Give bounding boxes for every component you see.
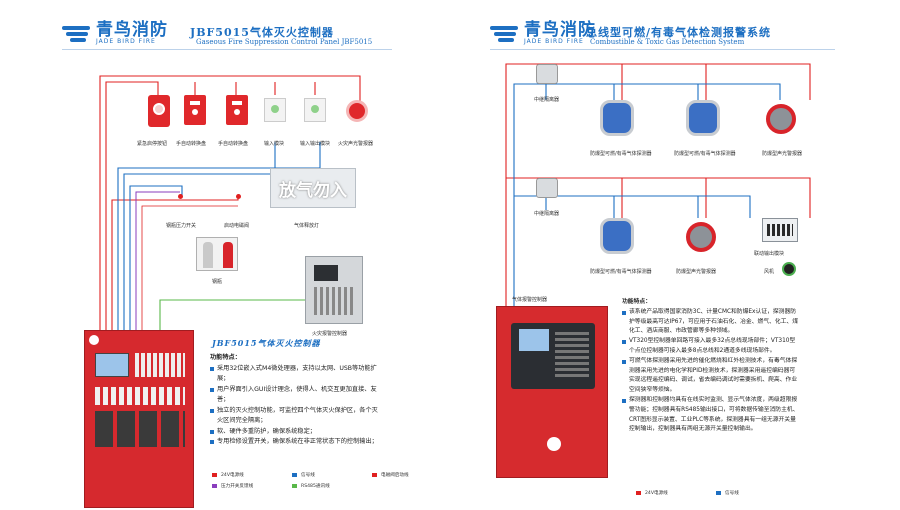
page-title: 总线型可燃/有毒气体检测报警系统: [586, 26, 772, 39]
logo-cn: 青鸟消防: [96, 20, 168, 40]
solenoid-label: 启动电磁阀: [224, 223, 250, 229]
legend-label: 信号线: [725, 491, 739, 496]
relay-isolator-2: [536, 178, 558, 198]
legend-label: 信号线: [301, 473, 315, 478]
legend-swatch: [716, 490, 721, 495]
fan-icon: [782, 262, 796, 276]
legend-swatch: [636, 490, 641, 495]
logo-cn: 青鸟消防: [524, 20, 596, 40]
cylinder-rack: [196, 237, 238, 271]
alarm-controller-label: 火灾报警控制器: [312, 331, 348, 337]
io-module: [304, 98, 326, 122]
feature-item: VT320型控制器单回路可接入最多32点总线现场部件；VT310型个点位控制器可…: [622, 337, 800, 357]
io-module-label: 输入输出模块: [300, 141, 331, 147]
gas-detector-2: [686, 100, 720, 136]
page-subtitle: Combustible & Toxic Gas Detection System: [590, 38, 745, 46]
pressure-switch-node: [178, 194, 183, 199]
legend-swatch: [292, 472, 297, 477]
signal-lines: [117, 142, 321, 330]
feature-item: 采用32位嵌入式M4微处理器，支持以太网、USB等功能扩展；: [210, 364, 380, 385]
power-lines: [505, 63, 811, 308]
feature-item: 探测器和控制器均具有在线实时监测、显示气体浓度，两级超限报警功能；控制器具有RS…: [622, 396, 800, 435]
legend-label: 压力开关反馈线: [221, 484, 254, 489]
pressure-switch-label: 钢瓶压力开关: [166, 223, 197, 229]
gas-release-sign: 放气勿入: [270, 168, 356, 208]
legend-swatch: [292, 483, 297, 488]
fan-label: 风机: [764, 269, 775, 275]
feature-item: 该系统产品取得国家消防3C、计量CMC和防爆Ex认证，探测器防护等级最高可达IP…: [622, 308, 800, 337]
feedback-line: [135, 191, 180, 330]
features-heading: 功能特点：: [622, 299, 651, 305]
solenoid-node: [236, 194, 241, 199]
feature-item: 用户界面引入GUI设计理念，使得人、机交互更加直接、友善；: [210, 385, 380, 406]
relay-label-2: 中继隔离器: [534, 211, 560, 217]
sound-light-label-1: 防爆型声光警报器: [762, 151, 803, 157]
emergency-start-button: [148, 95, 170, 127]
linkage-label: 联动输出模块: [754, 251, 785, 257]
legend-label: 电磁阀启动线: [381, 473, 409, 478]
gas-detector-3: [600, 218, 634, 254]
manual-auto-label-1: 手自动转换盘: [176, 141, 207, 147]
legend: 24V电源线 信号线: [636, 490, 776, 501]
panel-title: JBF5015气体灭火控制器: [212, 338, 321, 348]
legend-label: 24V电源线: [221, 473, 244, 478]
legend-label: 24V电源线: [645, 491, 668, 496]
header-divider: [62, 49, 392, 50]
detector-label-2: 防爆型可燃/有毒气体探测器: [674, 151, 736, 157]
controller-label: 气体报警控制器: [512, 297, 548, 303]
relay-isolator-1: [536, 64, 558, 84]
legend-swatch: [212, 483, 217, 488]
jade-bird-logo: 青鸟消防 JADE BIRD FIRE: [490, 22, 596, 45]
input-module: [264, 98, 286, 122]
sound-light-alarm: [346, 100, 368, 122]
emergency-start-label: 紧急启停按钮: [137, 141, 168, 147]
gas-alarm-controller: [496, 306, 608, 478]
right-page: 青鸟消防 JADE BIRD FIRE 总线型可燃/有毒气体检测报警系统 Com…: [450, 0, 900, 510]
explosion-proof-alarm-2: [686, 222, 716, 252]
legend-label: RS485通讯线: [301, 484, 330, 489]
bird-logo-icon: [62, 25, 92, 43]
manual-auto-switch-2: [226, 95, 248, 125]
header-divider: [490, 49, 835, 50]
gas-light-label: 气体释放灯: [294, 223, 320, 229]
logo-en: JADE BIRD FIRE: [524, 38, 584, 45]
gas-detector-1: [600, 100, 634, 136]
jade-bird-logo: 青鸟消防 JADE BIRD FIRE: [62, 22, 168, 45]
fire-alarm-controller: [305, 256, 363, 324]
page-title: JBF5015气体灭火控制器: [190, 26, 334, 39]
feature-item: 可燃气体探测器采用先进的催化燃烧和红外检测技术，有毒气体探测器采用先进的电化学和…: [622, 357, 800, 396]
relay-label-1: 中继隔离器: [534, 97, 560, 103]
sound-light-label: 火灾声光警报器: [338, 141, 374, 147]
left-page: 青鸟消防 JADE BIRD FIRE JBF5015气体灭火控制器 Gaseo…: [62, 21, 432, 508]
explosion-proof-alarm-1: [766, 104, 796, 134]
legend: 24V电源线 信号线 电磁阀启动线 压力开关反馈线 RS485通讯线: [212, 472, 432, 494]
manual-auto-label-2: 手自动转换盘: [218, 141, 249, 147]
sound-light-label-2: 防爆型声光警报器: [676, 269, 717, 275]
features-block: 功能特点： 采用32位嵌入式M4微处理器，支持以太网、USB等功能扩展； 用户界…: [210, 353, 380, 448]
legend-swatch: [372, 472, 377, 477]
input-module-label: 输入模块: [264, 141, 285, 147]
feature-item: 独立的灭火控制功能，可监控四个气体灭火保护区，各个灭火区间完全隔离；: [210, 406, 380, 427]
rs485-line: [159, 299, 305, 330]
logo-en: JADE BIRD FIRE: [96, 38, 156, 45]
bird-logo-icon: [490, 25, 520, 43]
feature-item: 专用检修设置开关，确保系统在非正常状态下的控制输出；: [210, 437, 380, 448]
linkage-output-module: [762, 218, 798, 242]
manual-auto-switch-1: [184, 95, 206, 125]
detector-label-3: 防爆型可燃/有毒气体探测器: [590, 269, 652, 275]
page-subtitle: Gaseous Fire Suppression Control Panel J…: [196, 38, 373, 46]
jbf5015-panel: [84, 330, 194, 508]
features-block: 功能特点： 该系统产品取得国家消防3C、计量CMC和防爆Ex认证，探测器防护等级…: [622, 298, 800, 435]
features-heading: 功能特点：: [210, 354, 241, 361]
signal-lines: [513, 83, 781, 308]
cylinder-label: 钢瓶: [212, 279, 223, 285]
wiring-diagram: [505, 63, 811, 308]
feature-item: 软、硬件多重防护，确保系统稳定；: [210, 427, 380, 438]
wiring-diagram: [99, 75, 361, 330]
detector-label-1: 防爆型可燃/有毒气体探测器: [590, 151, 652, 157]
legend-swatch: [212, 472, 217, 477]
